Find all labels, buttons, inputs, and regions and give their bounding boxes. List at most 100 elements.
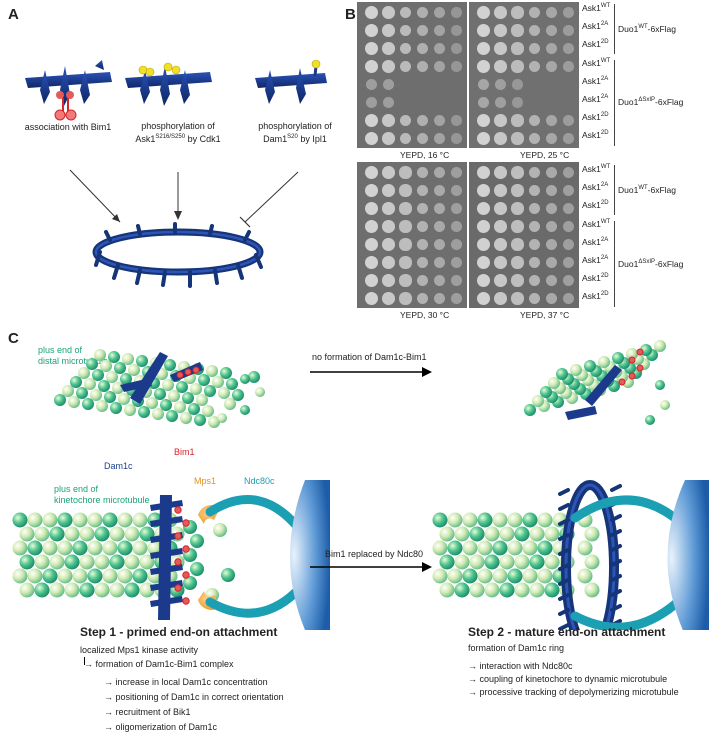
plate-30c-caption: YEPD, 30 °C <box>400 310 450 320</box>
dam1c-protrusion <box>610 559 622 567</box>
yeast-spot <box>399 114 412 127</box>
yeast-spot <box>563 275 574 286</box>
yeast-spot <box>477 238 490 251</box>
tubulin-subunit <box>462 512 478 528</box>
tubulin-subunit <box>109 554 125 570</box>
step2-line1: formation of Dam1c ring <box>468 643 565 653</box>
tubulin-subunit <box>132 568 148 584</box>
dam1c-protrusion <box>558 503 570 511</box>
yeast-spot <box>451 239 462 250</box>
yeast-spot <box>399 292 412 305</box>
tubulin-subunit <box>102 512 118 528</box>
tubulin-subunit <box>584 526 600 542</box>
yeast-spot <box>399 42 412 55</box>
tubulin-subunit <box>537 540 553 556</box>
bim1-protein <box>628 356 636 364</box>
tubulin-subunit <box>524 404 536 416</box>
dam1c-complex <box>150 564 183 575</box>
tubulin-subunit <box>102 540 118 556</box>
tubulin-subunit <box>19 526 35 542</box>
yeast-spot <box>528 220 541 233</box>
yeast-spot <box>494 132 507 145</box>
yeast-spot <box>528 6 541 19</box>
tubulin-subunit <box>94 582 110 598</box>
step-list-item: → increase in local Dam1c concentration <box>104 677 268 687</box>
tubulin-subunit <box>120 373 132 385</box>
yeast-spot <box>416 256 429 269</box>
yeast-spot <box>382 220 395 233</box>
tubulin-subunit <box>87 568 103 584</box>
tubulin-subunit <box>79 582 95 598</box>
bim1-protein <box>174 532 182 540</box>
ndc80c-label: Ndc80c <box>244 476 275 486</box>
panel-a-label-cdk1-sup: S216/S250 <box>155 134 186 140</box>
tubulin-subunit <box>255 387 265 397</box>
dam1c-protrusion <box>558 548 570 556</box>
yeast-spot <box>494 238 507 251</box>
tubulin-subunit <box>98 380 110 392</box>
yeast-spot <box>434 25 445 36</box>
tubulin-subunit <box>19 582 35 598</box>
yeast-spot <box>399 274 412 287</box>
yeast-spot <box>366 79 377 90</box>
tubulin-subunit <box>598 356 610 368</box>
yeast-spot <box>451 167 462 178</box>
strain-label: Ask12D <box>582 291 609 302</box>
tubulin-subunit <box>499 554 515 570</box>
yeast-spot <box>434 7 445 18</box>
yeast-spot <box>528 238 541 251</box>
strain-label: Ask12A <box>582 21 609 32</box>
yeast-spot <box>528 166 541 179</box>
tubulin-subunit <box>42 540 58 556</box>
yeast-spot <box>511 6 524 19</box>
yeast-spot <box>494 256 507 269</box>
ndc80c-complex <box>205 583 305 618</box>
yeast-spot <box>477 184 490 197</box>
tubulin-subunit <box>124 582 140 598</box>
yeast-spot <box>563 293 574 304</box>
yeast-spot <box>545 220 558 233</box>
yeast-spot <box>382 6 395 19</box>
tubulin-subunit <box>190 383 202 395</box>
tubulin-subunit <box>529 526 545 542</box>
tubulin-subunit <box>432 568 448 584</box>
tubulin-subunit <box>208 416 220 428</box>
panel-a-label-bim1: association with Bim1 <box>24 122 112 132</box>
tubulin-subunit <box>72 512 88 528</box>
tubulin-subunit <box>218 387 230 399</box>
yeast-spot <box>433 274 446 287</box>
yeast-spot <box>545 202 558 215</box>
tubulin-subunit <box>462 540 478 556</box>
tubulin-subunit <box>190 534 204 548</box>
yeast-spot <box>563 203 574 214</box>
yeast-spot <box>365 132 378 145</box>
tubulin-subunit <box>132 512 148 528</box>
bim1-protein <box>182 519 190 527</box>
yeast-spot <box>382 132 395 145</box>
tubulin-subunit <box>70 376 82 388</box>
yeast-spot <box>494 24 507 37</box>
tubulin-subunit <box>522 512 538 528</box>
yeast-spot <box>416 202 429 215</box>
kinetochore <box>290 480 330 630</box>
tubulin-subunit <box>180 412 192 424</box>
strain-label: Ask12A <box>582 236 609 247</box>
panel-a-letter: A <box>8 6 19 23</box>
dam1c-protrusion <box>610 589 622 597</box>
bim1-protein <box>174 558 182 566</box>
tubulin-subunit <box>645 415 655 425</box>
tubulin-subunit <box>72 568 88 584</box>
tubulin-subunit <box>122 353 134 365</box>
mps1-label: Mps1 <box>194 476 217 486</box>
yeast-spot <box>528 184 541 197</box>
strain-label: Ask12D <box>582 200 609 211</box>
yeast-spot <box>477 42 490 55</box>
yeast-spot <box>451 203 462 214</box>
yeast-spot <box>494 6 507 19</box>
yeast-spot <box>382 166 395 179</box>
ndc80c-complex <box>205 495 305 535</box>
yeast-spot <box>365 24 378 37</box>
tubulin-subunit <box>176 381 188 393</box>
tubulin-subunit <box>626 348 638 360</box>
yeast-spot <box>382 202 395 215</box>
